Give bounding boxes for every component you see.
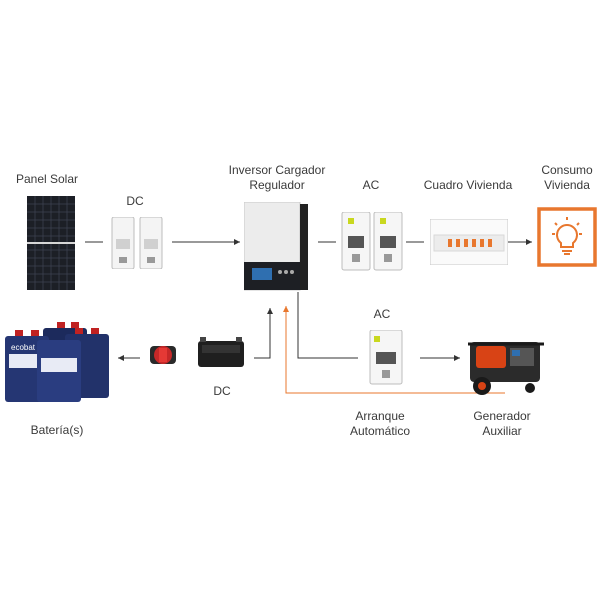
battery-switch [148,340,180,373]
wire-dc-to-inverter-bottom [254,308,273,359]
label-ac-top: AC [362,178,380,192]
solar-panel [27,196,75,295]
label-consumo-line2: Vivienda [544,178,590,192]
label-dc-top: DC [126,194,144,208]
dc-monitor-box [198,337,246,376]
label-generador-line2: Auxiliar [482,424,522,438]
label-generador-line1: Generador [473,409,531,423]
battery-bank: ecobat [3,318,113,409]
label-dc-bottom: DC [213,384,231,398]
lightbulb-icon [552,217,582,255]
generator [464,336,548,403]
wire-auto-start [283,306,505,394]
inverter [243,201,310,297]
label-panel-solar: Panel Solar [15,172,79,186]
label-cuadro-vivienda: Cuadro Vivienda [423,178,513,192]
label-arranque-line1: Arranque [355,409,405,423]
label-inversor-line1: Inversor Cargador [228,163,326,177]
distribution-board [429,218,509,270]
label-arranque-line2: Automático [349,424,411,438]
label-ac-bottom: AC [373,307,391,321]
label-inversor-line2: Regulador [249,178,305,192]
consumption-box [537,207,597,272]
label-consumo-line1: Consumo [541,163,593,177]
dc-breakers-top [110,216,166,274]
ac-breakers-top [340,211,404,277]
ac-breaker-bottom [368,329,404,391]
battery-brand: ecobat [11,343,36,352]
label-baterias: Batería(s) [30,423,84,437]
wire-inverter-to-ac-bottom [297,292,358,359]
